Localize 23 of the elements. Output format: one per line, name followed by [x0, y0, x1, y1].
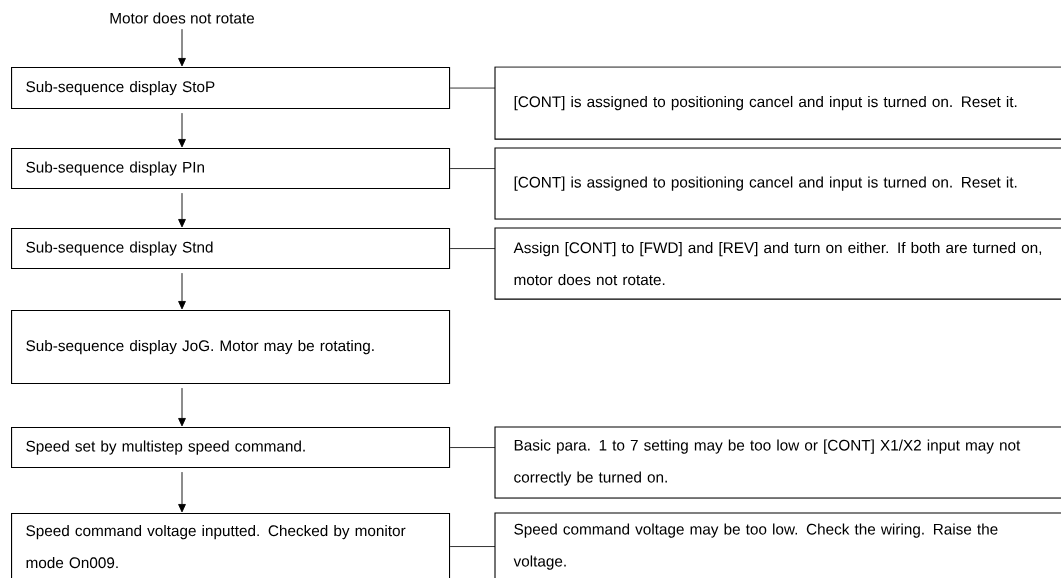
arrow: [178, 387, 186, 427]
connector-line: [449, 447, 496, 448]
start-text: Motor does not rotate: [110, 12, 254, 24]
process-box: Speed command voltage inputted. Checked by monitor mode On009.: [11, 513, 451, 578]
arrow: [178, 112, 186, 148]
note-box: [CONT] is assigned to positioning cancel and input is turned on. Reset it.: [494, 147, 1061, 220]
connector-line: [449, 546, 496, 547]
note-box: Basic para. 1 to 7 setting may be too low or [CONT] X1/X2 input may not correctly be turned on.: [494, 426, 1061, 499]
connector-line: [449, 248, 496, 249]
note-box: Assign [CONT] to [FWD] and [REV] and turn on either. If both are turned on, motor does not rotate.: [494, 227, 1061, 300]
arrow: [178, 192, 186, 228]
process-box: Sub-sequence display StoP: [11, 67, 451, 110]
connector-line: [449, 168, 496, 169]
process-box: Sub-sequence display JoG. Motor may be rotating.: [11, 310, 451, 385]
process-box: Speed set by multistep speed command.: [11, 427, 451, 469]
process-box: Sub-sequence display PIn: [11, 148, 451, 190]
arrow: [178, 471, 186, 513]
note-box: Speed command voltage may be too low. Check the wiring. Raise the voltage.: [494, 512, 1061, 578]
note-box: [CONT] is assigned to positioning cancel and input is turned on. Reset it.: [494, 66, 1061, 140]
arrow: [178, 28, 186, 67]
connector-line: [449, 87, 496, 89]
process-box: Sub-sequence display Stnd: [11, 228, 451, 270]
arrow: [178, 272, 186, 310]
